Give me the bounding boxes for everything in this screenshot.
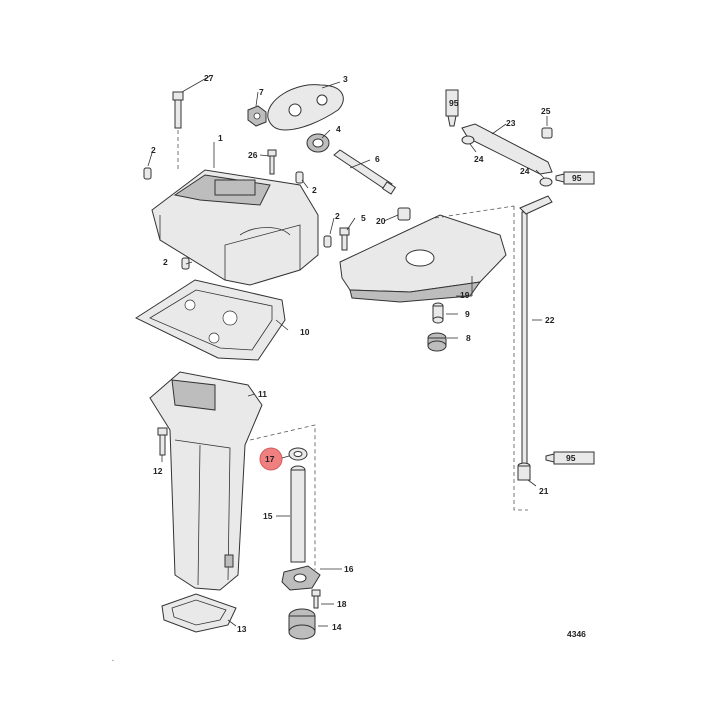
callout-11: 11 [258, 389, 267, 399]
callout-13: 13 [237, 624, 247, 634]
callout-25: 25 [541, 106, 551, 116]
water-tube-15-part[interactable] [290, 465, 306, 563]
tube-label-3: 95 [566, 453, 576, 463]
seal-17-part[interactable] [288, 447, 308, 461]
grommet-20-part[interactable] [397, 207, 411, 221]
callout-1: 1 [218, 133, 223, 143]
callout-9: 9 [465, 309, 470, 319]
callout-27: 27 [204, 73, 214, 83]
callout-2a: 2 [151, 145, 156, 155]
adapter-plate-part[interactable] [151, 169, 319, 286]
dowel-pin-2b[interactable] [295, 171, 304, 184]
bolt-12-part[interactable] [157, 427, 168, 456]
callout-12: 12 [153, 466, 163, 476]
long-bolt-6-part[interactable] [333, 149, 397, 195]
bolt-27-part[interactable] [172, 91, 184, 129]
grease-tube-3: 95 [545, 451, 595, 465]
callout-14: 14 [332, 622, 342, 632]
bolt-5-part[interactable] [339, 227, 350, 251]
callout-2c: 2 [335, 211, 340, 221]
corner-mark: ▪ [112, 658, 114, 664]
callout-2d: 2 [163, 257, 168, 267]
callout-21: 21 [539, 486, 549, 496]
clip-25-part[interactable] [541, 127, 553, 139]
gasket-10-part[interactable] [134, 279, 286, 361]
callout-2b: 2 [312, 185, 317, 195]
dowel-pin-2c[interactable] [323, 235, 332, 248]
driveshaft-housing-11-part[interactable] [149, 371, 263, 591]
shift-rod-22-part[interactable] [519, 195, 553, 465]
callout-15: 15 [263, 511, 273, 521]
nut-7-part[interactable] [247, 105, 267, 127]
callout-16: 16 [344, 564, 354, 574]
callout-3: 3 [343, 74, 348, 84]
callout-22: 22 [545, 315, 555, 325]
diagram-number: 4346 [567, 629, 586, 639]
highlight-callout-17 [259, 447, 283, 471]
grease-tube-2: 95 [555, 171, 595, 185]
callout-24b: 24 [520, 166, 530, 176]
callout-10: 10 [300, 327, 310, 337]
callout-20: 20 [376, 216, 386, 226]
pump-base-16-part[interactable] [281, 565, 321, 591]
shift-lever-23-part[interactable] [461, 123, 553, 175]
callout-18: 18 [337, 599, 347, 609]
callout-6: 6 [375, 154, 380, 164]
washer-24b-part[interactable] [539, 177, 553, 187]
callout-5: 5 [361, 213, 366, 223]
callout-24a: 24 [474, 154, 484, 164]
sleeve-9-part[interactable] [432, 302, 444, 324]
callout-7: 7 [259, 87, 264, 97]
bolt-26-part[interactable] [267, 149, 277, 175]
dowel-pin-2a[interactable] [143, 167, 152, 180]
grease-tube-1: 95 [445, 89, 459, 127]
seal-13-part[interactable] [161, 593, 237, 633]
callout-17: 17 [265, 454, 275, 464]
bushing-4-part[interactable] [306, 133, 330, 153]
dowel-pin-2d[interactable] [181, 257, 190, 270]
bushing-21-part[interactable] [517, 462, 531, 481]
callout-8: 8 [466, 333, 471, 343]
tube-label-1: 95 [449, 98, 459, 108]
impeller-14-part[interactable] [288, 608, 316, 640]
callout-26: 26 [248, 150, 258, 160]
cover-plate-19-part[interactable] [339, 214, 507, 303]
tube-label-2: 95 [572, 173, 582, 183]
callout-4: 4 [336, 124, 341, 134]
callout-19: 19 [460, 290, 470, 300]
mount-bracket-3-part[interactable] [267, 84, 344, 131]
screw-18-part[interactable] [311, 589, 321, 609]
callout-23: 23 [506, 118, 516, 128]
washer-24a-part[interactable] [461, 135, 475, 145]
grommet-8-part[interactable] [427, 332, 447, 352]
